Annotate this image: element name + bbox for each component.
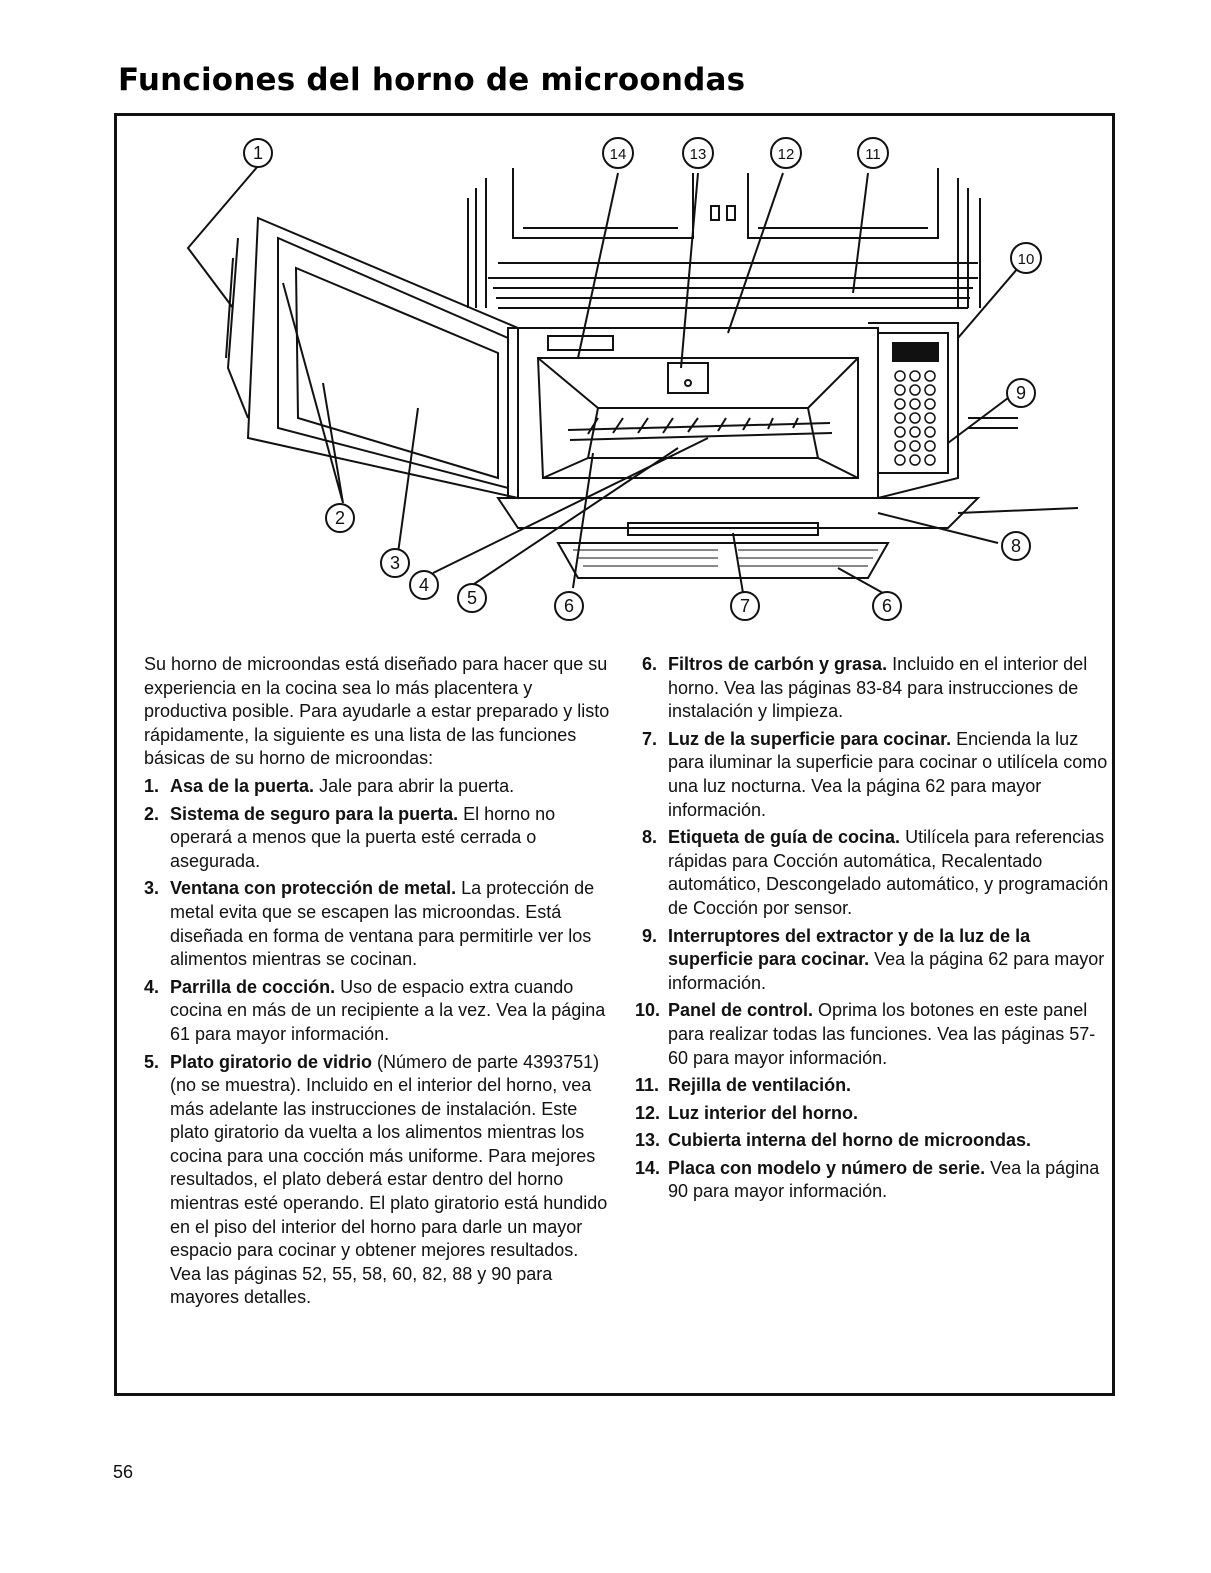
list-item: 10. Panel de control. Oprima los botones… xyxy=(635,1000,1096,1068)
content-frame xyxy=(114,113,1115,1396)
svg-text:6: 6 xyxy=(882,596,892,616)
callout-8: 8 xyxy=(1001,531,1031,561)
svg-text:10: 10 xyxy=(1018,251,1035,268)
list-item: 12. Luz interior del horno. xyxy=(635,1102,858,1123)
list-item: 9. Interruptores del extractor y de la l… xyxy=(642,925,1105,993)
svg-text:11: 11 xyxy=(865,146,881,163)
callout-6-left: 6 xyxy=(554,591,584,621)
callout-6-right: 6 xyxy=(872,591,902,621)
list-item: 8. Etiqueta de guía de cocina. Utilícela… xyxy=(642,827,1109,918)
list-item: 7. Luz de la superficie para cocinar. En… xyxy=(642,728,1108,820)
list-item: 13. Cubierta interna del horno de microo… xyxy=(635,1130,1032,1151)
svg-text:14: 14 xyxy=(610,146,627,163)
callout-3: 3 xyxy=(380,548,410,578)
list-item: 4. Parrilla de cocción. Uso de espacio e… xyxy=(144,976,606,1044)
page-number: 56 xyxy=(113,1462,134,1482)
callout-2: 2 xyxy=(325,503,355,533)
callout-13: 13 xyxy=(682,137,714,169)
svg-text:7: 7 xyxy=(740,596,750,616)
page-title: Funciones del horno de microondas xyxy=(118,62,746,98)
callout-7: 7 xyxy=(730,591,760,621)
list-item: 3. Ventana con protección de metal. La p… xyxy=(144,878,595,970)
svg-text:3: 3 xyxy=(390,553,400,573)
callout-12: 12 xyxy=(770,137,802,169)
callout-5: 5 xyxy=(457,583,487,613)
list-item: 1. Asa de la puerta. Jale para abrir la … xyxy=(144,775,515,796)
intro-paragraph: Su horno de microondas está diseñado par… xyxy=(144,654,610,769)
svg-text:2: 2 xyxy=(335,508,345,528)
list-item: 2. Sistema de seguro para la puerta. El … xyxy=(144,803,556,871)
list-item: 14. Placa con modelo y número de serie. … xyxy=(635,1157,1100,1202)
list-item: 11. Rejilla de ventilación. xyxy=(635,1075,852,1096)
list-item: 5. Plato giratorio de vidrio (Número de … xyxy=(144,1051,608,1308)
svg-text:12: 12 xyxy=(778,146,795,163)
callout-1: 1 xyxy=(243,138,273,168)
svg-text:6: 6 xyxy=(564,596,574,616)
callout-4: 4 xyxy=(409,570,439,600)
right-column: 6. Filtros de carbón y grasa. Incluido e… xyxy=(635,653,1112,1208)
microwave-diagram: 1 2 3 4 5 6 7 6 8 9 10 11 12 13 14 xyxy=(186,137,1079,621)
svg-text:4: 4 xyxy=(419,575,429,595)
svg-text:8: 8 xyxy=(1011,536,1021,556)
svg-text:5: 5 xyxy=(467,588,477,608)
callout-14: 14 xyxy=(602,137,634,169)
svg-text:1: 1 xyxy=(253,143,263,163)
svg-text:9: 9 xyxy=(1016,383,1026,403)
callout-11: 11 xyxy=(857,137,889,169)
callout-10: 10 xyxy=(1010,242,1042,274)
svg-text:13: 13 xyxy=(690,146,707,163)
list-item: 6. Filtros de carbón y grasa. Incluido e… xyxy=(642,654,1088,722)
left-column: Su horno de microondas está diseñado par… xyxy=(144,653,614,1314)
callout-9: 9 xyxy=(1006,378,1036,408)
